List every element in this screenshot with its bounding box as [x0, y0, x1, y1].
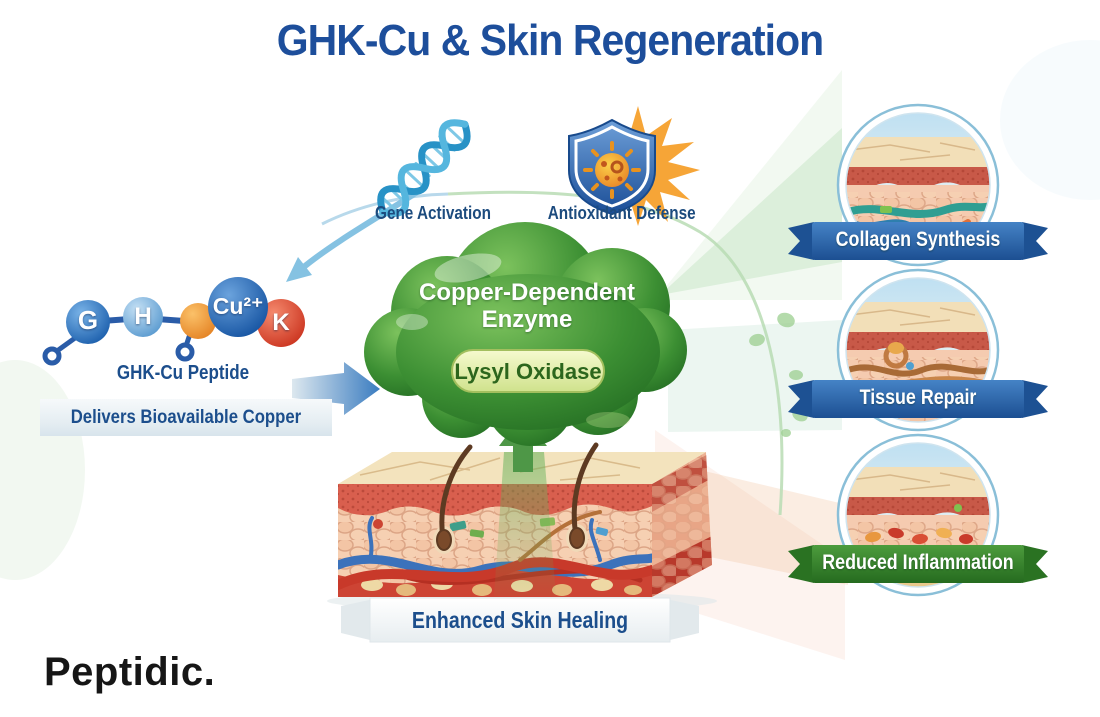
peptide-to-enzyme-arrow — [292, 362, 380, 415]
bead-k-label: K — [272, 309, 290, 336]
enzyme-label: Copper-Dependent Enzyme — [419, 279, 635, 333]
lysyl-oxidase-pill — [451, 349, 605, 393]
bead-cu-sphere — [208, 277, 268, 337]
healing-beam — [494, 452, 556, 596]
outcome-banner-collagen — [788, 222, 1048, 260]
bead-k-sphere — [257, 299, 305, 347]
skin-healing-caption: Enhanced Skin Healing — [411, 607, 629, 633]
outcome-label-tissue: Tissue Repair — [859, 386, 977, 409]
inflammation-cells — [865, 504, 973, 545]
bead-linker-sphere — [180, 303, 216, 339]
bead-h-label: H — [134, 303, 152, 330]
outcome-label-inflammation: Reduced Inflammation — [822, 551, 1014, 574]
dermis-debris — [373, 517, 609, 538]
bioavailable-copper-label: Delivers Bioavailable Copper — [70, 406, 302, 428]
hair-follicle — [433, 444, 473, 554]
bead-cu-label: Cu²⁺ — [212, 293, 264, 319]
peptide-molecule — [42, 277, 305, 366]
page-title: GHK-Cu & Skin Regeneration — [276, 16, 824, 65]
outcome-label-collagen: Collagen Synthesis — [835, 228, 1001, 251]
skin-cross-section — [327, 442, 717, 611]
brand-logo: Peptidic. — [44, 650, 216, 694]
skin-caption-ribbon — [341, 597, 699, 643]
antioxidant-defense-label: Antioxidant Defense — [547, 203, 696, 223]
dna-helix-icon — [377, 119, 471, 217]
hair-follicle — [566, 442, 599, 552]
lysyl-oxidase-label: Lysyl Oxidase — [454, 359, 602, 384]
outcome-banner-tissue — [788, 380, 1048, 418]
gene-activation-label: Gene Activation — [375, 203, 491, 223]
bead-g-label: G — [77, 305, 99, 335]
peptide-name-label: GHK-Cu Peptide — [116, 362, 250, 384]
bead-g-sphere — [66, 300, 110, 344]
outcome-banner-inflammation — [788, 545, 1048, 583]
shield-virus-icon — [568, 106, 700, 226]
enzyme-cloud — [364, 222, 687, 446]
bead-h-sphere — [123, 297, 163, 337]
free-radical-icon — [583, 141, 641, 199]
bioavailable-copper-banner: Delivers Bioavailable Copper — [40, 399, 332, 436]
